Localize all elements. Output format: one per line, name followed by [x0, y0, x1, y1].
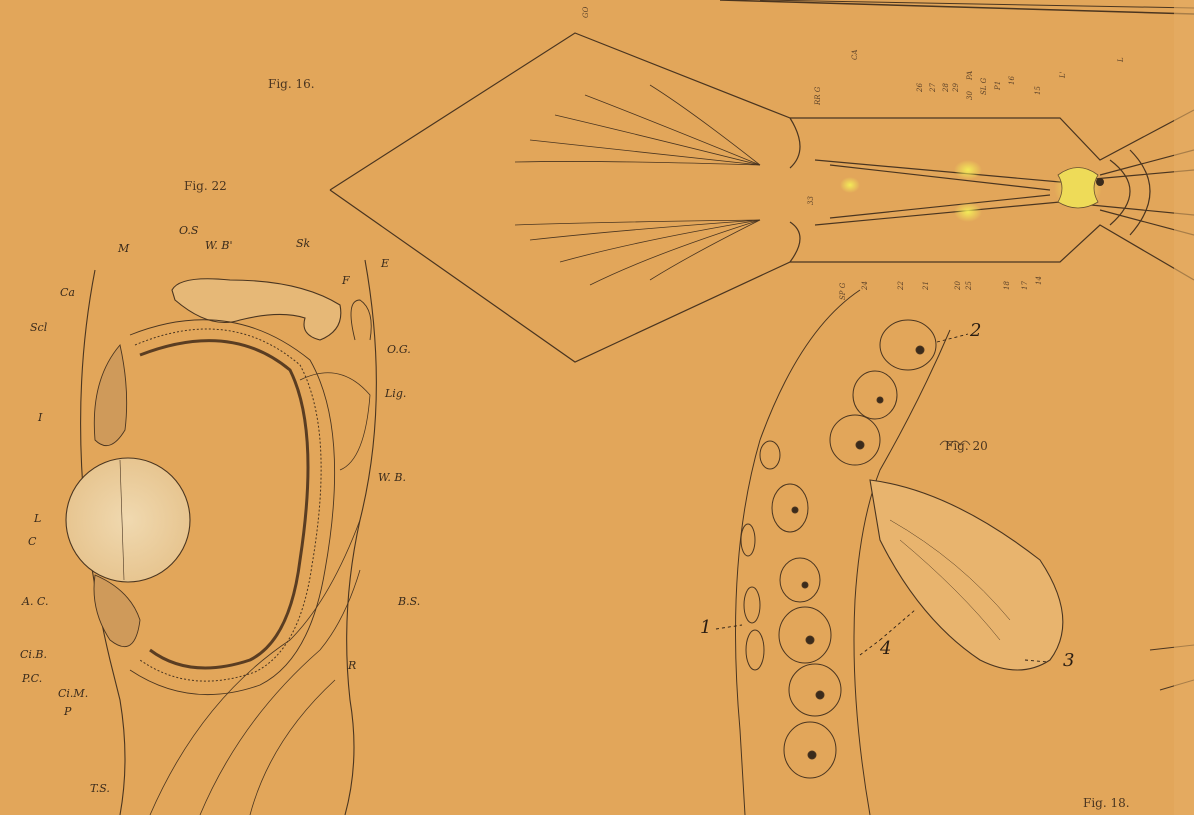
- fig16-label-15: 15: [1035, 86, 1042, 95]
- fig16-label-21: 21: [923, 281, 930, 290]
- label-CiB: Ci.B.: [20, 649, 47, 660]
- fig16-label-P1: P1: [995, 81, 1002, 90]
- label-C: C: [28, 536, 36, 547]
- label-L: L: [34, 513, 41, 524]
- fig16-label-18: 18: [1004, 281, 1011, 290]
- fig16-label-28: 28: [943, 83, 950, 92]
- fig22-eye-section: [66, 260, 376, 815]
- label-R: R: [348, 660, 356, 671]
- label-M: M: [118, 243, 129, 254]
- fig16-label-26: 26: [917, 83, 924, 92]
- fig16-label-29: 29: [953, 83, 960, 92]
- fig20-label-1: 1: [700, 619, 711, 637]
- fig16-label-30: 30: [967, 91, 974, 100]
- label-BS: B.S.: [398, 596, 420, 607]
- fig16-label-22: 22: [898, 281, 905, 290]
- fig20-label-3: 3: [1063, 652, 1074, 670]
- fig16-label-33: 33: [808, 196, 815, 205]
- fig16-label-SPG: SP G: [840, 283, 847, 300]
- fig20-label-2: 2: [970, 322, 981, 340]
- label-Scl: Scl: [30, 322, 47, 333]
- fig16-label-27: 27: [930, 83, 937, 92]
- label-OS: O.S: [179, 225, 198, 236]
- fig16-label-L: L: [1118, 57, 1125, 62]
- label-F: F: [342, 275, 350, 286]
- fig16-label-CA: CA: [852, 50, 859, 60]
- fig16-fin-rays: [515, 85, 760, 285]
- label-AC: A. C.: [22, 596, 48, 607]
- fig16-caption: Fig. 16.: [268, 78, 315, 90]
- label-Lig: Lig.: [385, 388, 406, 399]
- fig16-label-14: 14: [1036, 276, 1043, 285]
- label-WB1: W. B': [205, 240, 232, 251]
- fig16-label-PA: PA: [967, 71, 974, 80]
- plate-border-top: [720, 0, 1194, 14]
- fig20-cells: [736, 290, 1063, 815]
- fig16-label-L1: L': [1060, 71, 1067, 78]
- label-CiM: Ci.M.: [58, 688, 88, 699]
- fig16-label-24: 24: [862, 281, 869, 290]
- label-TS: T.S.: [90, 783, 110, 794]
- label-PC: P.C.: [22, 673, 42, 684]
- fig22-caption: Fig. 22: [184, 180, 227, 192]
- fig16-label-GO: GO: [583, 7, 590, 18]
- fig16-label-RRG: RR G: [815, 87, 822, 105]
- fig16-label-17: 17: [1022, 281, 1029, 290]
- label-Ca: Ca: [60, 287, 75, 298]
- label-Sk: Sk: [296, 238, 310, 249]
- label-E: E: [381, 258, 389, 269]
- label-I: I: [38, 412, 42, 423]
- fig18-caption: Fig. 18.: [1083, 797, 1130, 809]
- label-OG: O.G.: [387, 344, 411, 355]
- fig16-label-16: 16: [1009, 76, 1016, 85]
- fig20-label-4: 4: [880, 640, 891, 658]
- fig20-caption: Fig. 20: [945, 440, 988, 452]
- fig16-label-SLG: SL G: [981, 78, 988, 95]
- label-P: P: [64, 706, 71, 717]
- fig16-label-25: 25: [966, 281, 973, 290]
- label-WB: W. B.: [378, 472, 406, 483]
- fig16-label-20: 20: [955, 281, 962, 290]
